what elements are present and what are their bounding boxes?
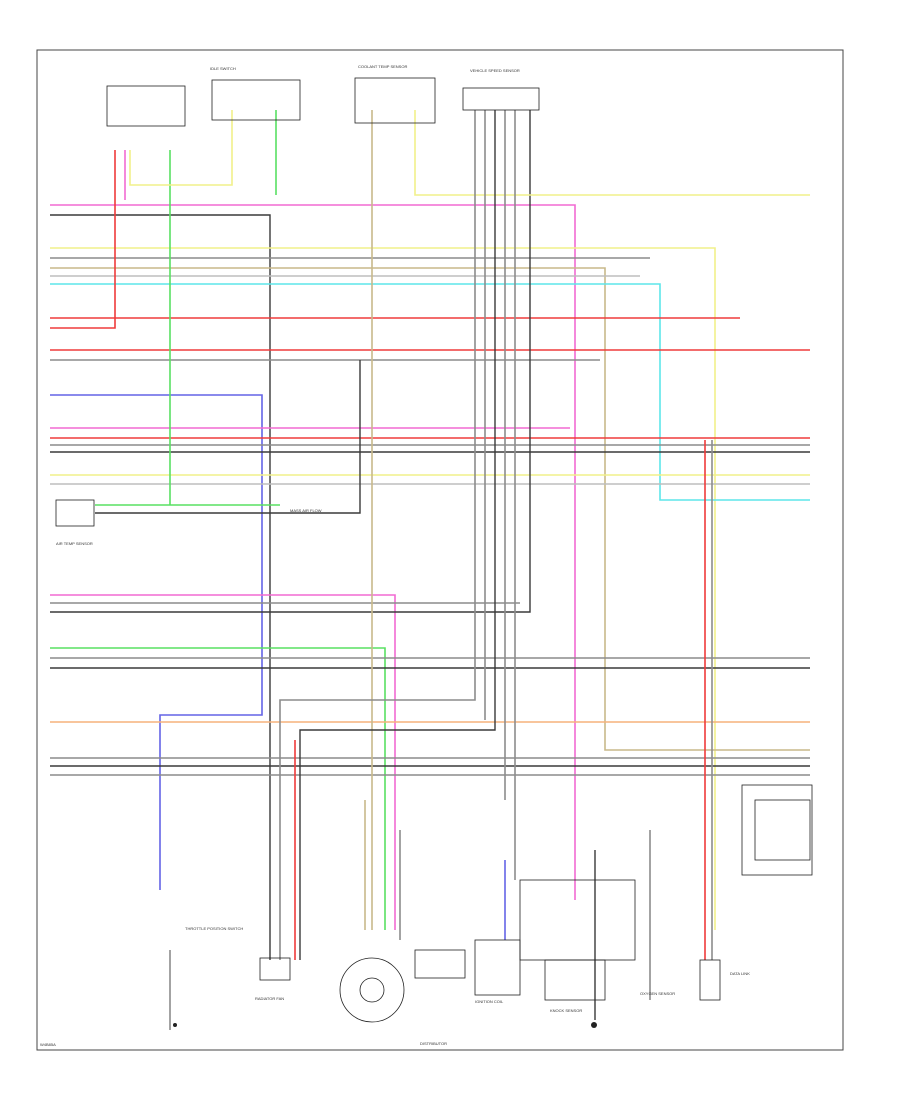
label-distributor: DISTRIBUTOR [420, 1041, 447, 1046]
radiator-fan-box [259, 957, 291, 981]
wire-blue-12 [50, 394, 263, 890]
distributor-inner [359, 977, 385, 1003]
wire-yellow-34 [414, 110, 810, 196]
footer-code: W4B85A [40, 1042, 56, 1047]
label-ignition-coil: IGNITION COIL [475, 999, 504, 1004]
label-maf: MASS AIR FLOW [290, 508, 322, 513]
wire-yellow-32 [129, 110, 233, 186]
right-inner-box [754, 799, 811, 861]
label-air-temp: AIR TEMP SENSOR [56, 541, 93, 546]
right-lower-box [519, 879, 636, 961]
ignition-module [414, 949, 466, 979]
wire-dark-21 [95, 360, 361, 514]
label-vss: VEHICLE SPEED SENSOR [470, 68, 520, 73]
label-knock: KNOCK SENSOR [550, 1008, 582, 1013]
connector-top-2 [211, 79, 301, 121]
wire-pink-0 [50, 204, 576, 900]
wire-dark-38 [299, 110, 496, 960]
wire-gray-36 [279, 110, 476, 960]
knock-box [544, 959, 606, 1001]
ground-symbol [591, 1022, 597, 1028]
label-coolant: COOLANT TEMP SENSOR [358, 64, 407, 69]
wire-layer [50, 110, 810, 1030]
wire-yellow-3 [50, 247, 716, 930]
label-throttle: THROTTLE POSITION SWITCH [185, 926, 243, 931]
label-oxygen: OXYGEN SENSOR [640, 991, 675, 996]
connector-top-3 [354, 77, 436, 124]
distributor-circle [339, 957, 405, 1023]
vss-box [699, 959, 721, 1001]
wire-green-25 [50, 647, 386, 930]
wire-tan-5 [50, 267, 810, 751]
wire-cyan-7 [50, 283, 810, 501]
wire-pink-22 [50, 594, 396, 930]
label-data-link: DATA LINK [730, 971, 750, 976]
wire-red-9 [50, 150, 116, 329]
wire-dark-24 [50, 110, 531, 613]
component-layer [55, 77, 813, 1028]
ground-symbol-2 [173, 1023, 177, 1027]
wire-dark-2 [50, 214, 271, 960]
diagram-border [36, 49, 844, 1051]
label-radiator-fan: RADIATOR FAN [255, 996, 284, 1001]
right-component-box [741, 784, 813, 876]
idle-switch-box [55, 499, 95, 527]
label-layer: THROTTLE POSITION SWITCH RADIATOR FAN AI… [40, 64, 750, 1047]
connector-top-1 [106, 85, 186, 127]
connector-top-4 [462, 87, 540, 111]
coil-box [474, 939, 521, 996]
label-idle: IDLE SWITCH [210, 66, 236, 71]
